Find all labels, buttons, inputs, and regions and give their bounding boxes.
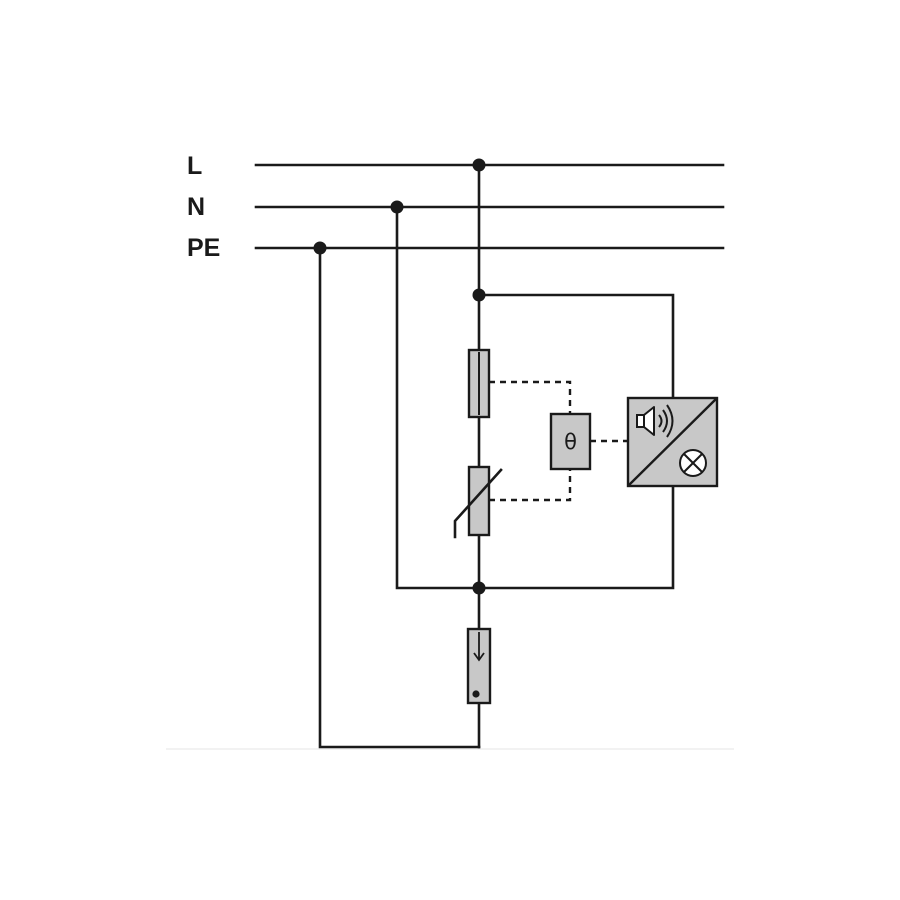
- thermal-link-upper: [489, 380, 572, 414]
- label-l: L: [187, 152, 202, 180]
- junction-l: [472, 158, 486, 172]
- spark-gap-element: [466, 627, 492, 705]
- signal-supply-wire: [477, 293, 675, 400]
- contact-dot-icon: [472, 690, 480, 698]
- neutral-branch-wire: [395, 205, 481, 590]
- varistor-slash: [453, 468, 503, 539]
- thermal-link-lower: [489, 469, 572, 502]
- label-n: N: [187, 193, 205, 221]
- signal-device-diagonal: [627, 397, 718, 487]
- indicator-lamp-icon: [679, 449, 707, 477]
- label-pe: PE: [187, 234, 220, 262]
- junction-neutral-node: [472, 581, 486, 595]
- pe-return-wire: [318, 246, 481, 749]
- junction-signal-supply: [472, 288, 486, 302]
- varistor-element: [453, 465, 503, 539]
- signal-device: [626, 396, 719, 488]
- theta-symbol: θ: [564, 430, 577, 454]
- thermal-disconnector: θ: [549, 412, 592, 471]
- speaker-icon: [636, 404, 674, 438]
- junction-n: [390, 200, 404, 214]
- junction-pe: [313, 241, 327, 255]
- fuse-element: [467, 348, 491, 419]
- signal-return-wire: [477, 484, 675, 590]
